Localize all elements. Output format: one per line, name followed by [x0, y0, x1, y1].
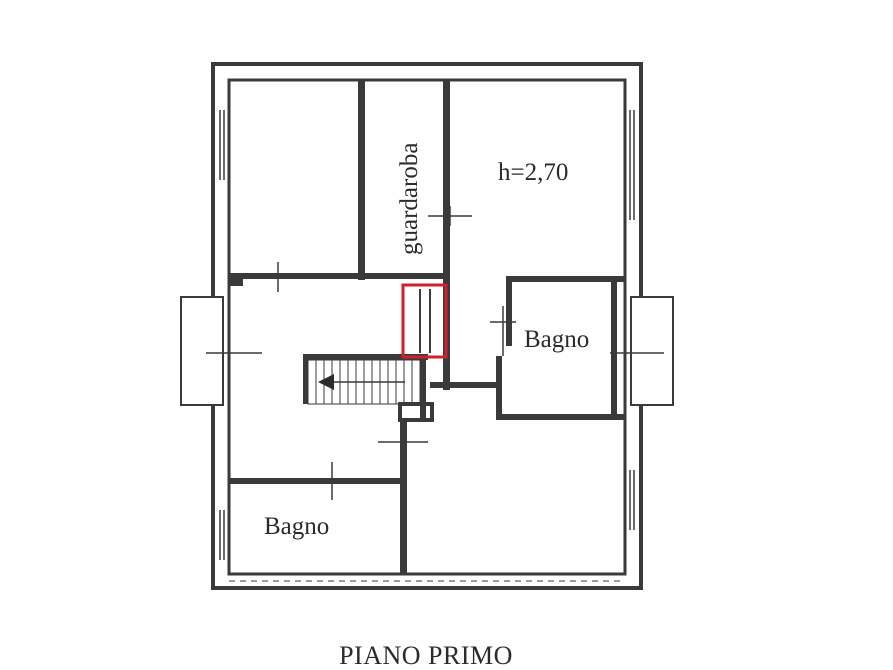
windows	[219, 110, 635, 560]
room-label-bagno-left: Bagno	[264, 513, 329, 540]
staircase	[307, 359, 421, 405]
stair-direction-arrow-icon	[318, 374, 334, 390]
interior-walls	[229, 80, 625, 574]
ceiling-height-label: h=2,70	[498, 159, 568, 186]
highlighted-duct	[401, 283, 448, 359]
plan-title: PIANO PRIMO	[339, 641, 513, 670]
door-markers	[262, 206, 516, 500]
room-label-guardaroba: guardaroba	[396, 143, 423, 255]
balconies	[180, 296, 674, 406]
room-label-bagno-right: Bagno	[524, 326, 589, 353]
